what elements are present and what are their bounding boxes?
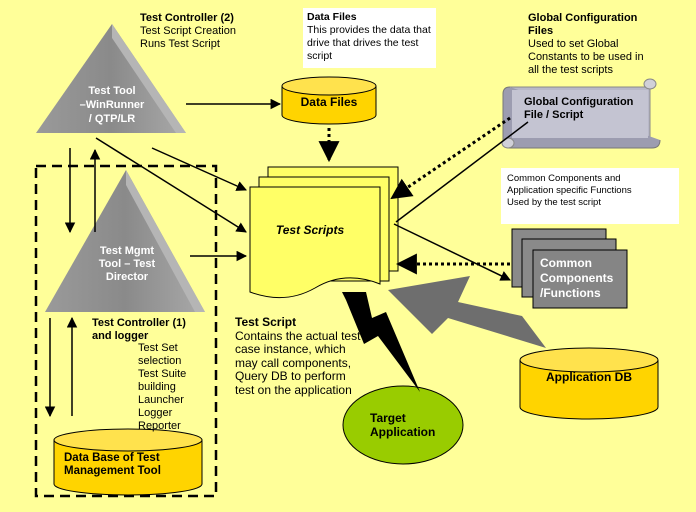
data-files-note-title: Data Files (307, 11, 357, 23)
global-config-scroll-label-2: File / Script (524, 109, 584, 121)
arrow-tool-to-scripts (95, 137, 247, 233)
common-components-label-1: Common (540, 256, 592, 270)
common-components-note-line-2: Application specific Functions (507, 185, 632, 196)
line-config-to-scripts (395, 121, 529, 223)
data-files-note-box (303, 8, 436, 68)
test-mgmt-triangle (45, 170, 205, 312)
data-files-note-line-2: drive that drives the test (307, 37, 419, 49)
test-controller-2-line-1: Test Script Creation (140, 25, 236, 37)
test-tool-label-line-3: / QTP/LR (88, 113, 136, 125)
common-components-label: Common Components /Functions (540, 256, 613, 301)
lightning-bolt-to-app-db (388, 276, 546, 348)
test-tool-label-line-2: –WinRunner (79, 99, 145, 111)
test-mgmt-label-line-3: Director (105, 271, 149, 283)
mgmt-db-cylinder (53, 428, 203, 496)
arrow-tool-to-scripts-2 (151, 147, 247, 191)
test-mgmt-label-line-2: Tool – Test (98, 258, 156, 270)
global-config-note-line-2: Constants to be used in (528, 51, 644, 63)
application-db-label: Application DB (546, 370, 632, 384)
target-application-label: Target Application (370, 411, 435, 439)
test-scripts-stack (249, 166, 399, 299)
data-files-note-line-1: This provides the data that (307, 24, 431, 36)
test-controller-1-item: Test Suite (138, 368, 187, 380)
test-controller-1-title: Test Controller (1) and logger (92, 317, 186, 343)
lightning-bolt-to-target (342, 292, 420, 392)
common-components-label-2: Components (540, 271, 614, 285)
global-config-scroll (501, 78, 661, 149)
global-config-scroll-label: Global Configuration File / Script (524, 96, 633, 122)
test-mgmt-label-line-1: Test Mgmt (99, 245, 155, 257)
global-config-note-title-1: Global Configuration (528, 12, 638, 24)
application-db-cylinder (519, 347, 659, 420)
test-management-boundary (34, 164, 218, 498)
arrow-config-to-scripts (390, 116, 511, 200)
test-controller-1-title-2: and logger (92, 330, 149, 342)
test-script-note-line-4: Query DB to perform (235, 369, 346, 383)
common-components-note-line-1: Common Components and (507, 173, 621, 184)
test-controller-1-item: building (138, 381, 176, 393)
test-controller-1-items: Test Set selection Test Suite building L… (138, 342, 186, 433)
test-scripts-label: Test Scripts (275, 223, 345, 237)
test-script-note-line-2: case instance, which (235, 342, 346, 356)
test-controller-2-note: Test Controller (2) Test Script Creation… (140, 12, 236, 51)
arrow-scripts-to-components (393, 223, 511, 281)
test-controller-1-title-1: Test Controller (1) (92, 317, 186, 329)
test-controller-1-item: Launcher (138, 394, 184, 406)
test-controller-1-item: Logger (138, 407, 173, 419)
data-files-db-label: Data Files (300, 95, 358, 109)
test-script-note-line-1: Contains the actual test (235, 328, 361, 343)
target-application-label-1: Target (370, 411, 406, 425)
common-components-label-3: /Functions (540, 286, 601, 300)
test-controller-1-item: Reporter (138, 420, 181, 432)
test-tool-triangle (36, 24, 186, 133)
test-script-note: Test Script Contains the actual test cas… (235, 315, 361, 397)
mgmt-db-label: Data Base of Test Management Tool (64, 452, 161, 478)
test-controller-1-item: Test Set (138, 342, 178, 354)
mgmt-db-label-2: Management Tool (64, 465, 161, 477)
test-tool-label-line-1: Test Tool (88, 85, 136, 97)
global-config-note-line-3: all the test scripts (528, 64, 613, 76)
data-files-note: Data Files This provides the data that d… (307, 11, 431, 63)
data-files-note-line-3: script (307, 50, 333, 62)
common-components-note-line-3: Used by the test script (507, 197, 601, 208)
target-application-ellipse (342, 385, 464, 465)
target-application-label-2: Application (370, 425, 436, 439)
global-config-note-title-2: Files (528, 25, 554, 37)
test-script-note-title: Test Script (235, 315, 297, 329)
data-files-cylinder (281, 76, 377, 125)
test-controller-2-title: Test Controller (2) (140, 12, 234, 24)
test-controller-2-line-2: Runs Test Script (140, 38, 220, 50)
connectors (44, 98, 529, 418)
global-config-note: Global Configuration Files Used to set G… (528, 12, 644, 77)
test-mgmt-label: Test Mgmt Tool – Test Director (84, 245, 170, 284)
test-tool-label: Test Tool –WinRunner / QTP/LR (66, 84, 158, 126)
common-components-note-box (501, 168, 679, 224)
global-config-scroll-label-1: Global Configuration (524, 96, 634, 108)
mgmt-db-label-1: Data Base of Test (64, 452, 160, 464)
global-config-note-line-1: Used to set Global (528, 38, 619, 50)
test-controller-1-item: selection (138, 355, 182, 367)
common-components-stack (511, 228, 628, 309)
test-script-note-line-5: test on the application (235, 382, 352, 397)
test-script-note-line-3: may call components, (235, 355, 352, 370)
common-components-note: Common Components and Application specif… (507, 173, 632, 209)
